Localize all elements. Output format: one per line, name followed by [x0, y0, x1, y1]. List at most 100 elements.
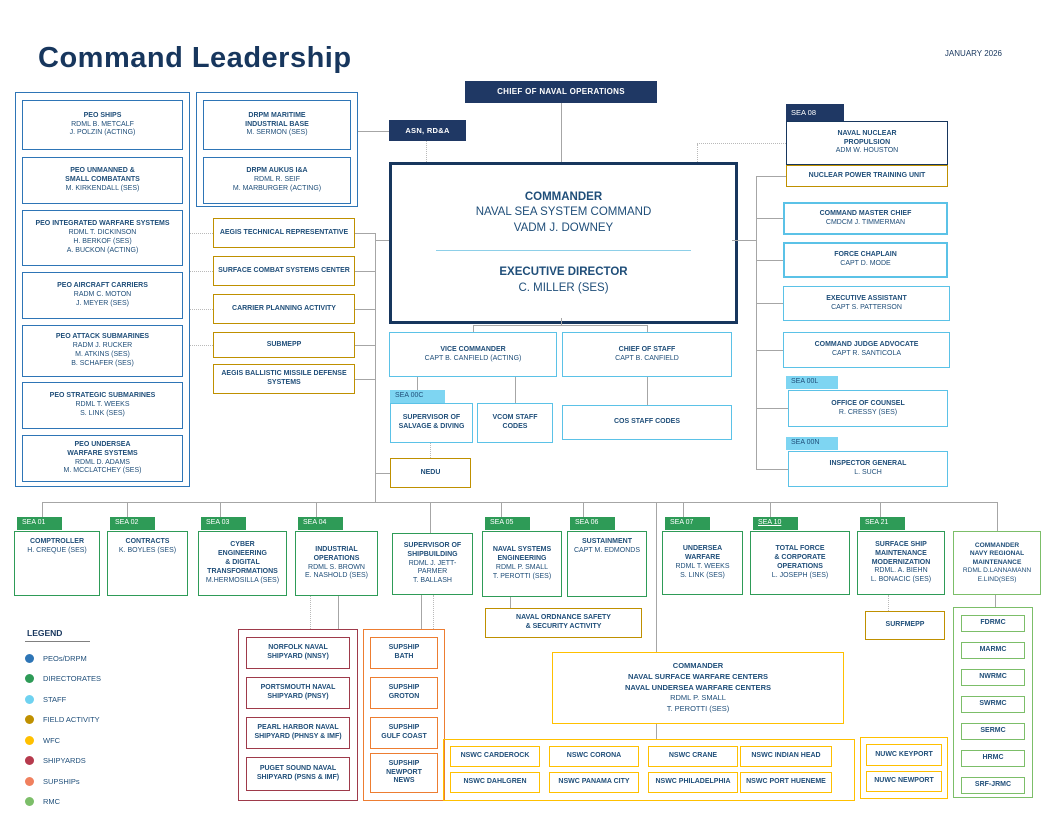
tag-sea-10: SEA 10: [753, 517, 798, 530]
node-sub-line: S. LINK (SES): [680, 571, 725, 579]
rmc-dot-icon: [25, 797, 34, 806]
connector-line: [190, 309, 213, 310]
node-sub-line: M. ATKINS (SES): [75, 351, 130, 358]
node-sub-line: M. SERMON (SES): [246, 129, 308, 137]
node-sub-line: K. BOYLES (SES): [118, 546, 177, 554]
commander-line: VADM J. DOWNEY: [513, 221, 614, 234]
node-nwrmc: NWRMC: [961, 669, 1025, 686]
node-title-line: SUPSHIP: [388, 724, 420, 732]
node-sub-line: M. MARBURGER (ACTING): [232, 184, 322, 192]
connector-line: [888, 595, 889, 611]
node-srf-jrmc: SRF-JRMC: [961, 777, 1025, 794]
legend-label: RMC: [43, 797, 61, 806]
node-sub-line: RDML D.LANNAMANN: [962, 567, 1032, 575]
connector-line: [358, 131, 389, 132]
node-title-line: NSWC DAHLGREN: [463, 778, 527, 786]
node-title-line: & SECURITY ACTIVITY: [525, 623, 602, 630]
node-title-line: NEWS: [393, 777, 415, 785]
node-asn-rda: ASN, RD&A: [389, 120, 466, 141]
node-title-line: AEGIS BALLISTIC MISSILE DEFENSE SYSTEMS: [221, 370, 347, 386]
connector-line: [190, 271, 213, 272]
node-title-line: PEO AIRCRAFT CARRIERS: [57, 282, 148, 290]
legend-item: FIELD ACTIVITY: [25, 715, 101, 724]
node-fdrmc: FDRMC: [961, 615, 1025, 632]
node-title-line: TOTAL FORCE: [775, 545, 825, 553]
connector-line: [756, 260, 783, 261]
node-title-line: SURFMEPP: [885, 621, 925, 629]
node-supervisor-salvage-diving: SUPERVISOR OF SALVAGE & DIVING: [390, 403, 473, 443]
node-title-line: SUPSHIP: [388, 684, 420, 692]
node-sub-line: RDML T. WEEKS: [675, 563, 730, 570]
node-carrier-planning-activity: CARRIER PLANNING ACTIVITY: [213, 294, 355, 324]
node-title-line: SUSTAINMENT: [581, 538, 633, 545]
node-sub-line: RDML P. SMALL: [670, 693, 726, 703]
connector-line: [561, 318, 562, 326]
tag-sea-21: SEA 21: [860, 517, 905, 530]
connector-line: [561, 103, 562, 162]
date-label: JANUARY 2026: [944, 49, 1002, 58]
node-title-line: NSWC CRANE: [668, 752, 718, 760]
connector-line: [473, 325, 647, 326]
node-title-line: SWRMC: [979, 700, 1007, 708]
connector-line: [355, 345, 375, 346]
node-sub-line: RADM J. RUCKER: [72, 342, 133, 350]
node-title-line: CHIEF OF STAFF: [618, 345, 676, 353]
node-title-line: PEO UNDERSEA: [74, 440, 131, 448]
node-nswc-panama-city: NSWC PANAMA CITY: [549, 772, 639, 793]
connector-line: [190, 233, 213, 234]
node-sub-line: CAPT R. SANTICOLA: [831, 350, 902, 357]
node-sub-line: RDML P. SMALL: [495, 564, 549, 571]
node-title-line: NAVAL NUCLEAR: [837, 129, 897, 137]
connector-line: [697, 144, 698, 162]
node-title-line: SHIPYARD (NNSY): [267, 653, 329, 660]
node-nswc-carderock: NSWC CARDEROCK: [450, 746, 540, 767]
node-nuclear-power-training-unit: NUCLEAR POWER TRAINING UNIT: [786, 165, 948, 187]
node-title-line: SUPSHIP: [388, 759, 420, 767]
connector-line: [42, 502, 997, 503]
node-title-line: DRPM AUKUS I&A: [246, 167, 308, 175]
node-title-line: INSPECTOR GENERAL: [829, 460, 907, 468]
node-nswc-indian-head: NSWC INDIAN HEAD: [740, 746, 832, 767]
rmc-container: [953, 607, 1033, 798]
node-sub-line: L. BONACIC (SES): [870, 576, 932, 584]
connector-line: [732, 240, 756, 241]
node-title-line: COMMANDER: [672, 660, 724, 670]
node-title-line: FORCE CHAPLAIN: [834, 251, 897, 259]
node-sub-line: H. CREQUE (SES): [27, 546, 87, 554]
legend-label: PEOs/DRPM: [43, 653, 87, 663]
node-sub-line: CAPT S. PATTERSON: [831, 303, 902, 311]
node-sub-line: S. LINK (SES): [80, 409, 125, 417]
node-title-line: OFFICE OF COUNSEL: [831, 399, 905, 407]
node-title-line: EXECUTIVE ASSISTANT: [826, 294, 907, 302]
node-sub-line: M. KIRKENDALL (SES): [65, 184, 140, 192]
node-title-line: SHIPBUILDING: [407, 550, 458, 558]
node-title-line: PEO STRATEGIC SUBMARINES: [49, 392, 156, 400]
node-title-line: CONTRACTS: [125, 538, 170, 545]
node-title-line: NSWC PHILADELPHIA: [655, 778, 731, 786]
node-title-line: MAINTENANCE: [875, 549, 927, 557]
legend: LEGEND PEOs/DRPM DIRECTORATES STAFF FIEL…: [25, 628, 101, 806]
node-title-line: OPERATIONS: [777, 563, 823, 570]
legend-label: FIELD ACTIVITY: [43, 715, 100, 724]
tag-sea-01: SEA 01: [17, 517, 62, 530]
connector-line: [433, 595, 434, 629]
connector-line: [417, 377, 418, 390]
legend-label: SUPSHIPs: [43, 776, 80, 786]
node-title-line: NUWC KEYPORT: [875, 750, 933, 758]
node-title-line: & DIGITAL: [225, 559, 260, 567]
tag-sea-00c: SEA 00C: [390, 390, 445, 403]
commander-line: C. MILLER (SES): [518, 281, 609, 294]
node-title-line: MARMC: [979, 646, 1007, 654]
directorates-dot-icon: [25, 674, 34, 683]
node-sermc: SERMC: [961, 723, 1025, 740]
